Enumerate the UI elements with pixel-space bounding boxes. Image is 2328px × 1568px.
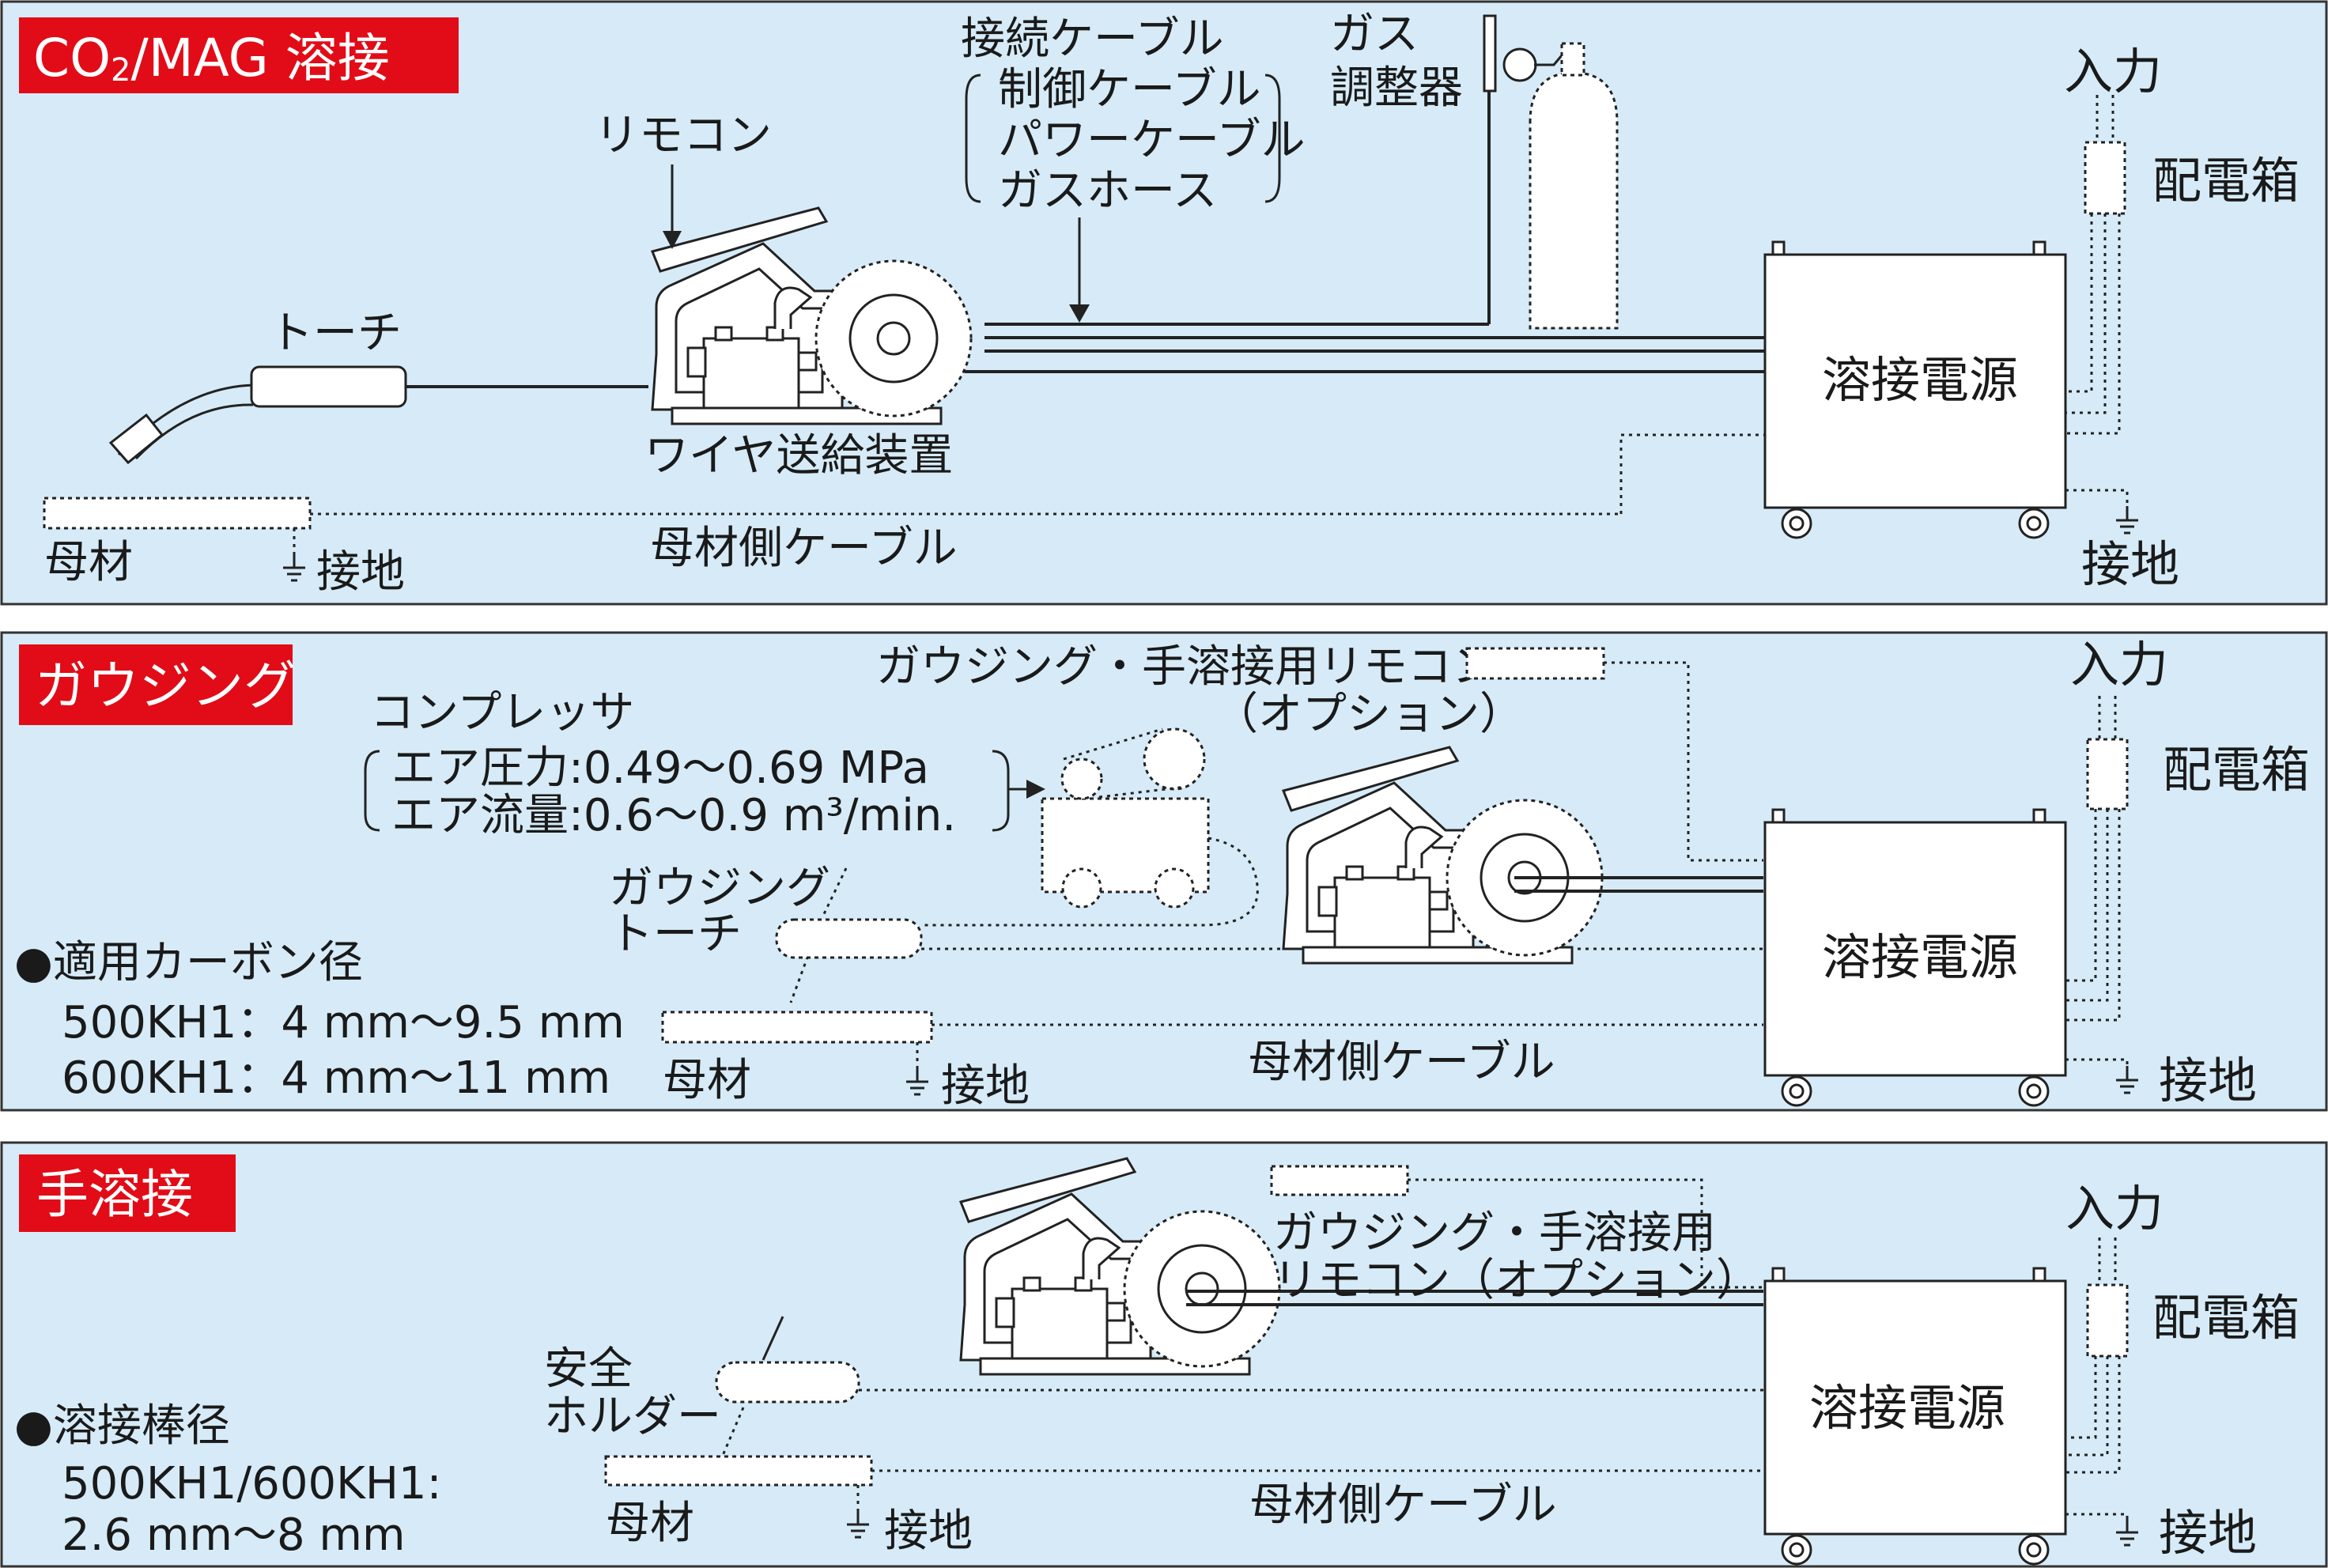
base-metal-2 (661, 1011, 933, 1044)
input-label-3: 入力 (2065, 1180, 2164, 1237)
compressor (1041, 727, 1210, 909)
remote-box-3 (1270, 1165, 1409, 1196)
input-label-2: 入力 (2070, 636, 2168, 693)
section-gouging: ガウジング ガウジング・手溶接用リモコン （オプション） コンプレッサ エア圧力… (0, 631, 2328, 1112)
air-flow: エア流量:0.6～0.9 m³/min. (391, 790, 956, 841)
input-label-1: 入力 (2064, 43, 2162, 100)
base-label-2: 母材 (663, 1055, 751, 1106)
distbox-label-3: 配電箱 (2152, 1289, 2300, 1347)
gouging-torch (775, 918, 923, 959)
remote-label-3a: ガウジング・手溶接用 (1273, 1207, 1716, 1259)
gtorch-label-2: トーチ (609, 909, 742, 960)
base-metal-3 (604, 1455, 873, 1487)
torch-label: トーチ (269, 308, 402, 359)
carbon-title: ●適用カーボン径 (14, 937, 363, 988)
base-label-1: 母材 (44, 537, 133, 588)
badge-gouging (19, 644, 293, 725)
holder-label-1: 安全 (544, 1343, 633, 1395)
carbon-500: 500KH1：4 mm～9.5 mm (62, 997, 625, 1048)
gas-label-1: ガス (1330, 9, 1419, 60)
gas-label-2: 調整器 (1330, 62, 1463, 114)
base-cable-label-2: 母材側ケーブル (1248, 1037, 1555, 1088)
distbox-label-2: 配電箱 (2163, 741, 2310, 799)
badge-gouging-text: ガウジング (35, 656, 296, 716)
torch-1 (108, 365, 648, 465)
remote-label-3b: リモコン（オプション） (1273, 1255, 1760, 1306)
dist-box-3 (2086, 1283, 2129, 1358)
holder-label-2: ホルダー (544, 1391, 721, 1442)
base-cable-label-1: 母材側ケーブル (650, 523, 958, 574)
conn-item-control: 制御ケーブル (998, 64, 1261, 115)
base-metal-1 (43, 497, 312, 530)
ground-label-2: 接地 (941, 1060, 1030, 1112)
conn-item-power: パワーケーブル (998, 115, 1306, 166)
safety-holder (715, 1361, 860, 1404)
feeder-label: ワイヤ送給装置 (644, 430, 953, 482)
rod-title: ●溶接棒径 (14, 1400, 230, 1452)
badge-co2-mag-text: CO2/MAG 溶接 (33, 28, 390, 89)
dist-box-2 (2086, 738, 2129, 810)
conn-cable-title: 接続ケーブル (961, 13, 1224, 65)
dist-box-1 (2084, 141, 2126, 215)
badge-sub2: 2 (111, 52, 130, 89)
ground2-label-1: 接地 (2081, 535, 2179, 593)
gas-regulator (1483, 14, 1563, 93)
power-label-2: 溶接電源 (1822, 928, 2018, 986)
badge-co2: CO (33, 28, 111, 89)
base-cable-label-3: 母材側ケーブル (1249, 1479, 1557, 1531)
remote-label-2b: （オプション） (1214, 689, 1524, 740)
rod-range: 2.6 mm～8 mm (62, 1509, 406, 1561)
badge-mag: /MAG 溶接 (131, 28, 390, 89)
gtorch-label-1: ガウジング (609, 863, 830, 914)
badge-manual (19, 1154, 236, 1232)
section-co2-mag: CO2/MAG 溶接 トーチ ワイヤ送給装置 リモコン 接続ケーブル 制御ケーブ… (0, 0, 2328, 606)
carbon-600: 600KH1：4 mm～11 mm (62, 1052, 610, 1104)
rod-models: 500KH1/600KH1: (62, 1458, 441, 1509)
ground2-label-2: 接地 (2159, 1052, 2257, 1109)
badge-co2-mag (19, 17, 459, 93)
section-manual-welding: 手溶接 ガウジング・手溶接用 リモコン（オプション） 安全 ホルダー ●溶接棒径… (0, 1141, 2328, 1568)
remote-label-2a: ガウジング・手溶接用リモコン (876, 641, 1496, 693)
badge-manual-text: 手溶接 (36, 1164, 193, 1225)
air-pressure: エア圧力:0.49～0.69 MPa (391, 742, 929, 794)
compressor-label: コンプレッサ (370, 687, 634, 739)
remote-box-2 (1465, 647, 1605, 680)
power-label-1: 溶接電源 (1822, 351, 2018, 409)
conn-item-gas: ガスホース (998, 165, 1217, 217)
base-label-3: 母材 (606, 1498, 694, 1549)
gas-cylinder (1529, 71, 1619, 330)
power-label-3: 溶接電源 (1809, 1379, 2005, 1437)
ground-label-1: 接地 (316, 546, 405, 598)
remote-label: リモコン (595, 110, 772, 161)
ground2-label-3: 接地 (2159, 1504, 2257, 1562)
distbox-label-1: 配電箱 (2152, 152, 2300, 210)
ground-label-3: 接地 (884, 1506, 973, 1557)
